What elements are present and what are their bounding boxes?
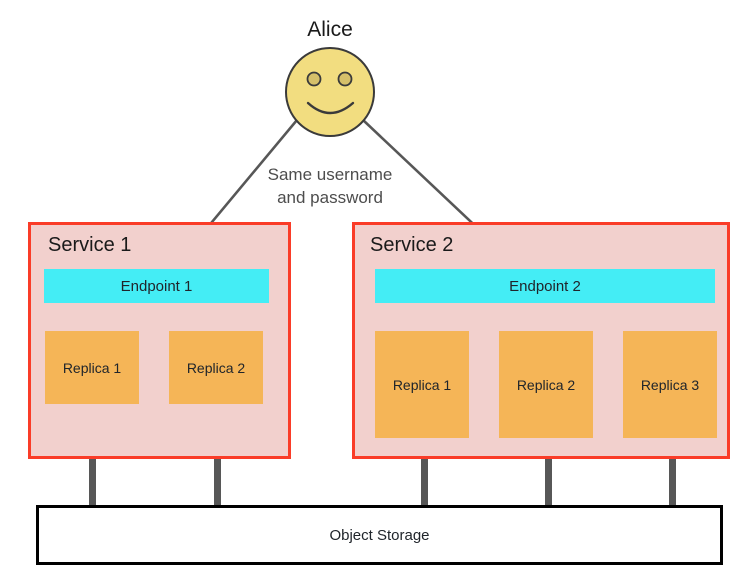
flow-label: Same username and password [245,163,415,209]
connector-s2-replica3-storage [669,437,676,508]
flow-label-line-1: Same username [267,165,393,184]
connector-s2-replica2-storage [545,437,552,508]
replica-box-s1-1[interactable]: Replica 1 [45,331,139,404]
service-title-2: Service 2 [370,234,454,256]
object-storage-box[interactable]: Object Storage [36,505,723,565]
endpoint-box-1[interactable]: Endpoint 1 [44,269,269,303]
endpoint-box-2[interactable]: Endpoint 2 [375,269,715,303]
smiley-mouth-icon [306,101,355,115]
replica-box-s2-3[interactable]: Replica 3 [623,331,717,438]
connector-s2-replica1-storage [421,437,428,508]
smiley-eye-left-icon [306,71,322,87]
replica-box-s2-1[interactable]: Replica 1 [375,331,469,438]
actor-label: Alice [307,18,353,41]
replica-box-s1-2[interactable]: Replica 2 [169,331,263,404]
flow-label-line-2: and password [277,188,383,207]
smiley-face-icon [285,47,375,137]
service-title-1: Service 1 [48,234,132,256]
replica-box-s2-2[interactable]: Replica 2 [499,331,593,438]
smiley-eye-right-icon [337,71,353,87]
